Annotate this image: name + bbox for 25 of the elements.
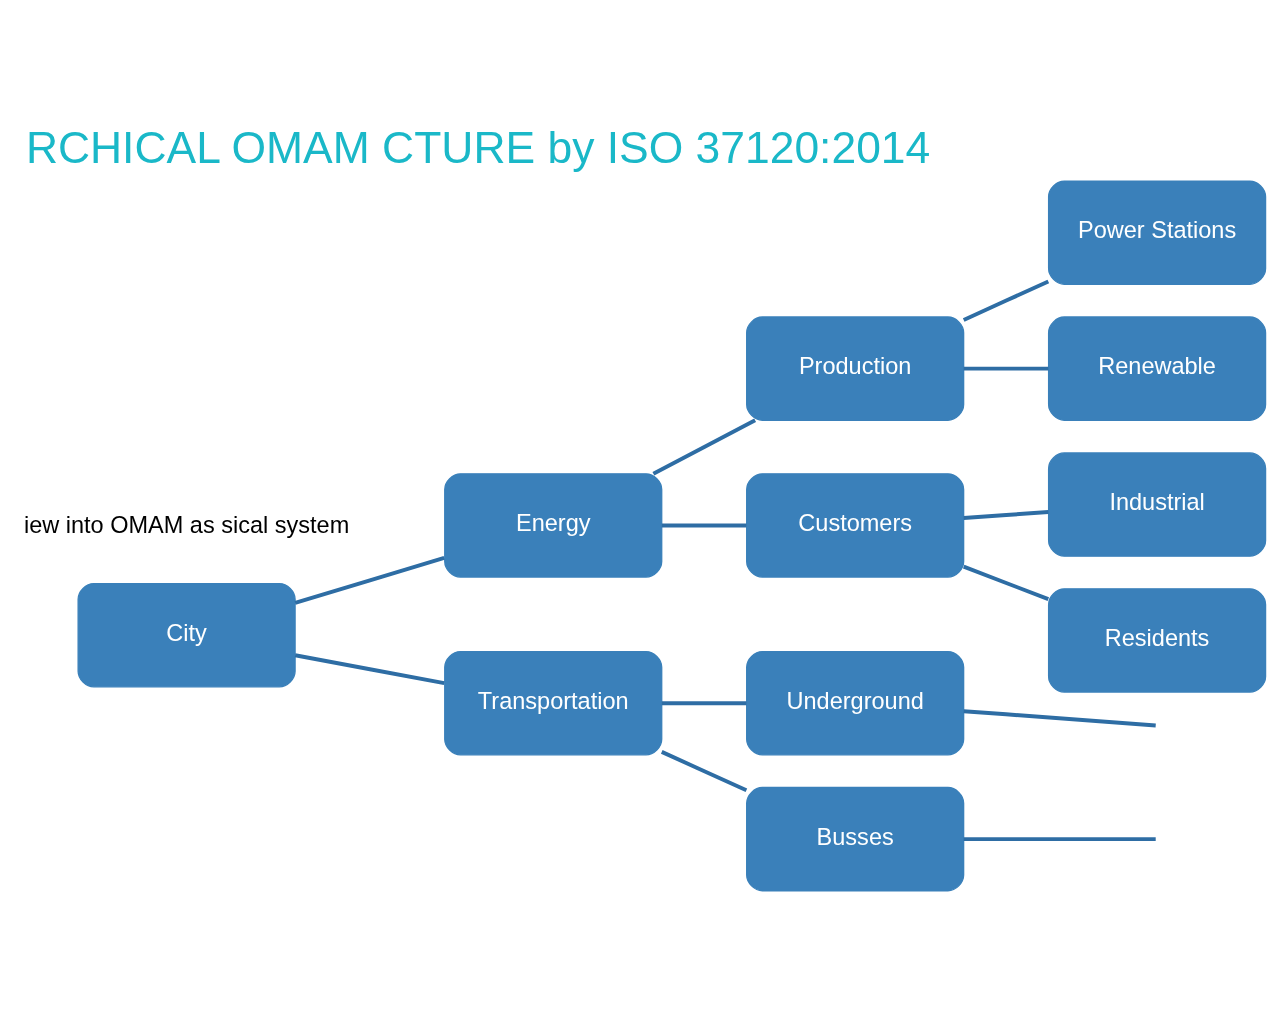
node-box: Power Stations <box>1047 180 1267 285</box>
connector <box>963 709 1156 728</box>
connector <box>652 418 757 476</box>
node-box: Residents <box>1047 588 1267 693</box>
node-box: Energy <box>444 473 663 578</box>
connector <box>963 366 1049 371</box>
connector <box>294 653 445 686</box>
node-box: Transportation <box>444 650 663 756</box>
node-box: Industrial <box>1047 452 1267 557</box>
node-box: Underground <box>746 650 965 756</box>
connector <box>660 750 748 793</box>
connector <box>962 279 1050 322</box>
label: iew into OMAM as sical system <box>23 511 350 538</box>
node-box: Production <box>746 316 965 421</box>
connector <box>963 510 1049 520</box>
node-box: City <box>77 582 296 688</box>
connector <box>661 701 747 706</box>
connector <box>963 564 1050 601</box>
node-box: Renewable <box>1047 316 1267 421</box>
diagram-title: RCHICAL OMAM CTURE by ISO 37120:2014 <box>25 123 931 173</box>
node-box: Customers <box>746 473 965 578</box>
node-box: Busses <box>746 786 965 892</box>
connector <box>294 556 445 605</box>
connector <box>963 837 1156 842</box>
connector <box>661 523 747 528</box>
